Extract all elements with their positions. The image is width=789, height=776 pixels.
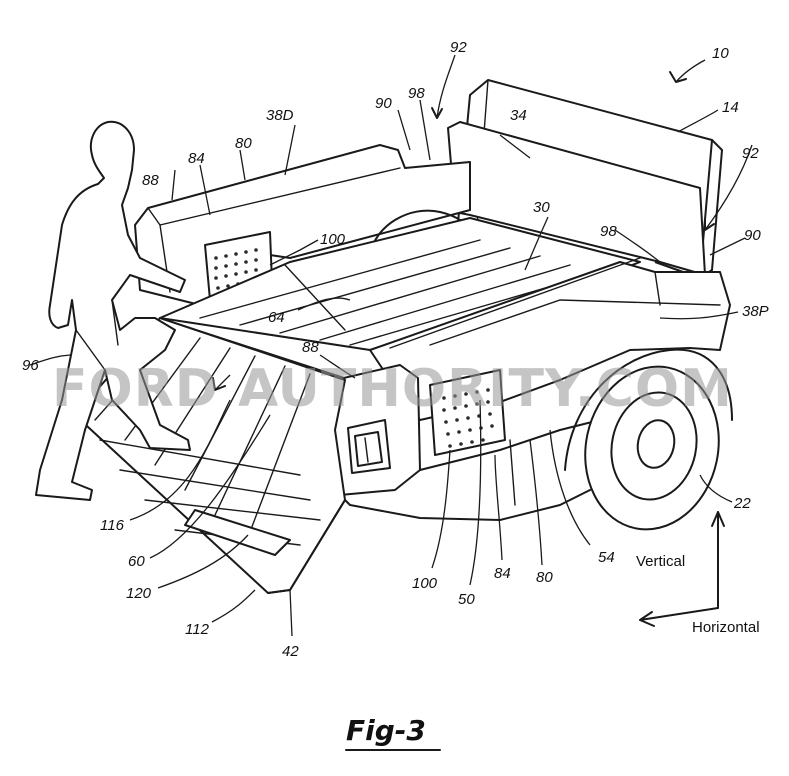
ref-100-bottom: 100	[412, 575, 438, 592]
ref-112: 112	[185, 621, 210, 638]
axis-horizontal-label: Horizontal	[692, 619, 760, 636]
ref-54: 54	[598, 549, 615, 566]
ref-98-right: 98	[600, 223, 617, 240]
ref-64: 64	[268, 309, 285, 326]
ref-38P: 38P	[742, 303, 769, 320]
ref-88-mid: 88	[302, 339, 319, 356]
watermark: FORD AUTHORITY.COM	[52, 359, 733, 419]
ref-38D: 38D	[266, 107, 294, 124]
ref-90-right: 90	[744, 227, 761, 244]
ref-80-bottom: 80	[536, 569, 553, 586]
ref-92-top: 92	[450, 39, 467, 56]
ref-98-top: 98	[408, 85, 425, 102]
ref-60: 60	[128, 553, 145, 570]
figure-label: Fig-3	[346, 714, 426, 747]
ref-50: 50	[458, 591, 475, 608]
ref-42: 42	[282, 643, 299, 660]
ref-88-top: 88	[142, 172, 159, 189]
ref-10: 10	[712, 45, 729, 62]
ref-84-bottom: 84	[494, 565, 511, 582]
ref-14: 14	[722, 99, 739, 116]
ref-96: 96	[22, 357, 39, 374]
axis-vertical-label: Vertical	[636, 553, 685, 570]
ref-80-top: 80	[235, 135, 252, 152]
ref-116: 116	[100, 517, 125, 534]
ref-90-top: 90	[375, 95, 392, 112]
ref-100-top: 100	[320, 231, 346, 248]
ref-92-right: 92	[742, 145, 759, 162]
ref-30: 30	[533, 199, 550, 216]
ref-34: 34	[510, 107, 527, 124]
ref-22: 22	[733, 495, 751, 512]
ref-84-top: 84	[188, 150, 205, 167]
ref-120: 120	[126, 585, 152, 602]
